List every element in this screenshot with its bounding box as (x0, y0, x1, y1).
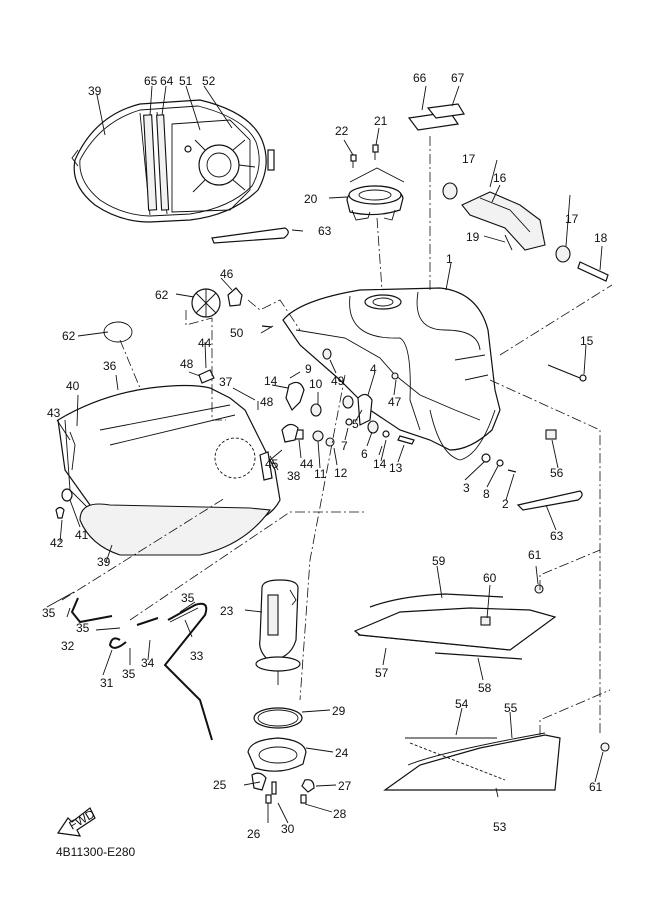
callout-48-b: 48 (260, 395, 274, 409)
callout-47: 47 (388, 395, 402, 409)
callout-51: 51 (179, 74, 193, 88)
callout-62-b: 62 (62, 329, 76, 343)
callout-24: 24 (335, 746, 349, 760)
callout-55: 55 (504, 701, 518, 715)
callout-15: 15 (580, 334, 594, 348)
callout-numbers: 1 2 3 4 5 6 7 8 9 10 11 12 13 14 14 15 1… (42, 71, 608, 841)
callout-36: 36 (103, 359, 117, 373)
callout-19: 19 (466, 230, 480, 244)
callout-leaders (46, 85, 604, 824)
callout-17-b: 17 (565, 212, 579, 226)
callout-58: 58 (478, 681, 492, 695)
callout-61-b: 61 (589, 780, 603, 794)
callout-3: 3 (463, 481, 470, 495)
callout-5: 5 (352, 417, 359, 431)
callout-45: 45 (265, 457, 279, 471)
callout-2: 2 (502, 497, 509, 511)
side-panel-lower (383, 732, 610, 791)
callout-17-a: 17 (462, 152, 476, 166)
callout-65: 65 (144, 74, 158, 88)
hose-assembly (70, 597, 213, 741)
callout-44-a: 44 (198, 336, 212, 350)
callout-39-b: 39 (97, 555, 111, 569)
diagram-code: 4B11300-E280 (56, 845, 136, 859)
callout-33: 33 (190, 649, 204, 663)
callout-54: 54 (455, 697, 469, 711)
callout-38: 38 (287, 469, 301, 483)
callout-48-a: 48 (180, 357, 194, 371)
callout-4: 4 (370, 362, 377, 376)
fwd-label: FWD (67, 807, 98, 833)
callout-8: 8 (483, 487, 490, 501)
callout-66: 66 (413, 71, 427, 85)
callout-18: 18 (594, 231, 608, 245)
fuel-pump (255, 579, 301, 685)
callout-42: 42 (50, 536, 64, 550)
bracket-assembly (442, 182, 609, 282)
callout-57: 57 (375, 666, 389, 680)
callout-14-a: 14 (264, 374, 278, 388)
callout-40: 40 (66, 379, 80, 393)
callout-41: 41 (75, 528, 89, 542)
callout-23: 23 (220, 604, 234, 618)
trim-strip-upper (211, 227, 289, 244)
callout-29: 29 (332, 704, 346, 718)
fuel-cap-assembly (346, 144, 405, 221)
callout-21: 21 (374, 114, 388, 128)
callout-59: 59 (432, 554, 446, 568)
callout-9: 9 (305, 362, 312, 376)
callout-61-a: 61 (528, 548, 542, 562)
callout-11: 11 (314, 467, 327, 481)
callout-50: 50 (230, 326, 244, 340)
fwd-arrow-icon: FWD (56, 807, 98, 837)
callout-34: 34 (141, 656, 155, 670)
callout-12: 12 (334, 466, 348, 480)
tank-cover-top (71, 99, 275, 223)
callout-43: 43 (47, 406, 61, 420)
callout-35-a: 35 (42, 606, 56, 620)
callout-63-a: 63 (318, 224, 332, 238)
callout-32: 32 (61, 639, 75, 653)
label-sheets (407, 103, 465, 131)
callout-7: 7 (341, 439, 348, 453)
callout-22: 22 (335, 124, 349, 138)
callout-13: 13 (389, 461, 403, 475)
fuel-tank (282, 287, 501, 461)
callout-28: 28 (333, 807, 347, 821)
callout-44-b: 44 (300, 457, 314, 471)
callout-35-c: 35 (122, 667, 136, 681)
side-cover (55, 288, 281, 556)
callout-16: 16 (493, 171, 507, 185)
leader-lines (61, 136, 613, 735)
hardware-middle (198, 287, 587, 481)
callout-53: 53 (493, 820, 507, 834)
callout-63-b: 63 (550, 529, 564, 543)
callout-62-a: 62 (155, 288, 169, 302)
callout-35-b: 35 (76, 621, 90, 635)
callout-31: 31 (100, 676, 114, 690)
callout-30: 30 (281, 822, 295, 836)
callout-25: 25 (213, 778, 227, 792)
callout-35-d: 35 (181, 591, 195, 605)
callout-49: 49 (331, 374, 345, 388)
callout-1: 1 (446, 252, 453, 266)
trim-strip-lower (516, 490, 583, 511)
callout-6: 6 (361, 447, 368, 461)
callout-10: 10 (309, 377, 323, 391)
callout-52: 52 (202, 74, 216, 88)
callout-14-b: 14 (373, 457, 387, 471)
callout-67: 67 (451, 71, 465, 85)
callout-64: 64 (160, 74, 174, 88)
callout-60: 60 (483, 571, 497, 585)
callout-26: 26 (247, 827, 261, 841)
callout-39-a: 39 (88, 84, 102, 98)
callout-27: 27 (338, 779, 352, 793)
side-panel-upper (353, 584, 557, 660)
callout-20: 20 (304, 192, 318, 206)
callout-37: 37 (219, 375, 233, 389)
callout-56: 56 (550, 466, 564, 480)
pump-plate (247, 707, 315, 804)
callout-46: 46 (220, 267, 234, 281)
